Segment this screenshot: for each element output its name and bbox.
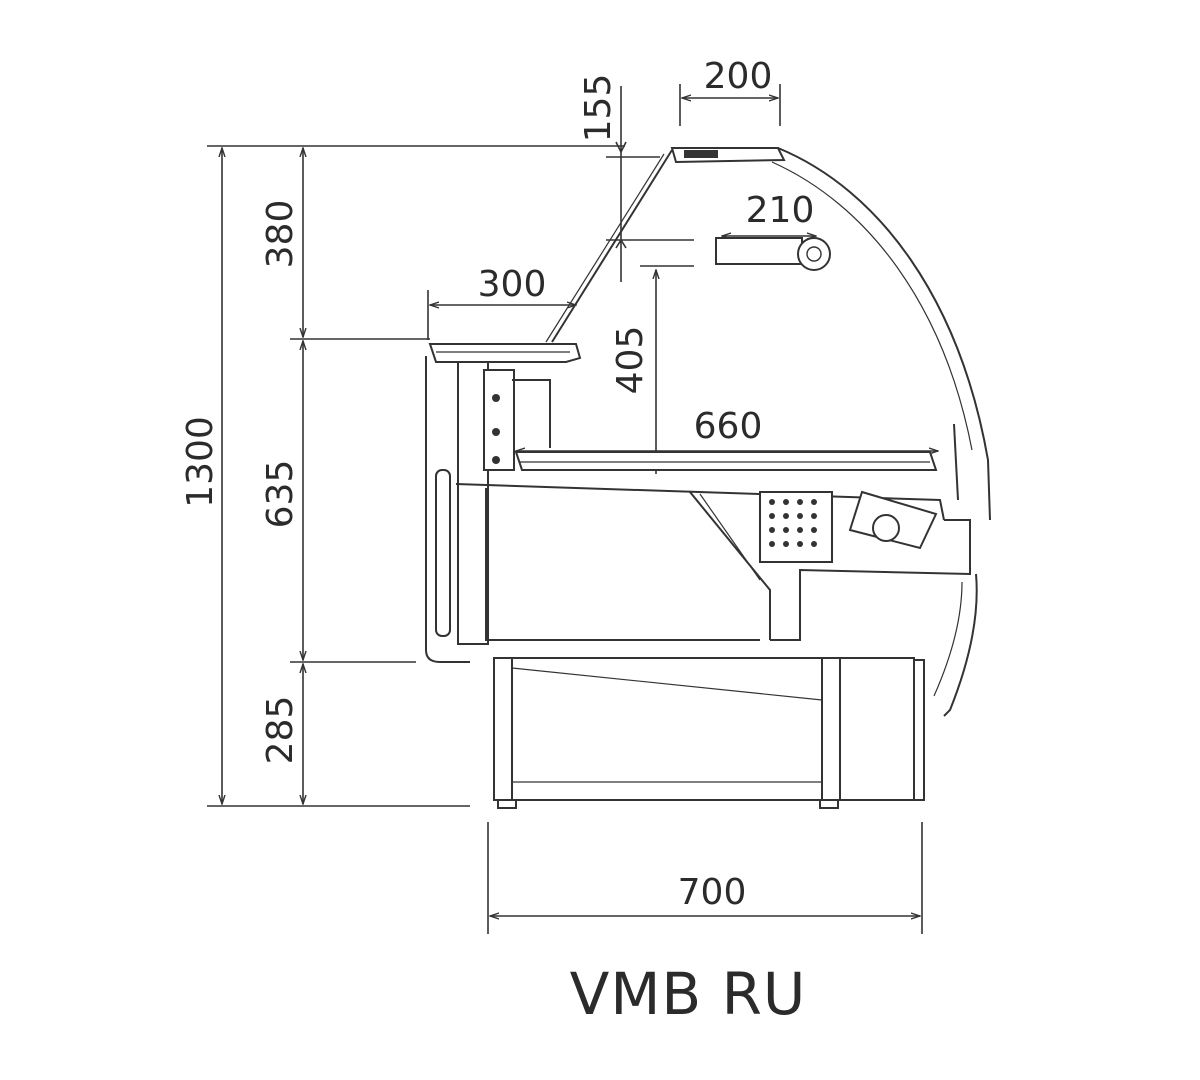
lamp-housing: [715, 237, 803, 265]
dimension-label-700: 700: [678, 872, 747, 913]
dimension-labels: 200 155 210 380 300 405 660 1300 635 285…: [180, 56, 814, 913]
control-panel: [483, 369, 515, 471]
dimension-label-635: 635: [260, 460, 301, 529]
dimension-label-285: 285: [260, 696, 301, 765]
evaporator-holes: [769, 499, 817, 547]
display-case-outline: [425, 147, 991, 809]
rear-glass-inner: [545, 153, 665, 343]
model-label: VMB RU: [570, 960, 807, 1028]
dimension-label-660: 660: [694, 406, 763, 447]
curved-front-glass: [777, 147, 991, 521]
rear-shelf: [428, 343, 582, 363]
well-wall: [485, 488, 760, 641]
dimension-label-210: 210: [746, 190, 815, 231]
lamp-reflector: [797, 237, 831, 271]
dimension-label-200: 200: [704, 56, 773, 97]
display-deck: [514, 451, 938, 471]
foot-left: [497, 799, 517, 809]
well-top: [455, 483, 945, 521]
lower-step: [770, 519, 971, 641]
dimension-label-155: 155: [578, 74, 619, 143]
rear-panel: [425, 356, 470, 663]
rear-handle: [435, 469, 451, 637]
dimension-label-1300: 1300: [180, 416, 221, 508]
canopy-light-strip: [684, 150, 718, 158]
fan-motor: [872, 514, 900, 542]
dimension-label-380: 380: [260, 200, 301, 269]
base-front-panel: [913, 659, 925, 801]
rear-glass-outer: [551, 149, 673, 343]
curved-front-glass-inner: [771, 161, 973, 451]
base-leg-left: [493, 657, 513, 801]
front-lower-glass: [943, 573, 978, 717]
dimension-label-300: 300: [478, 264, 547, 305]
foot-right: [819, 799, 839, 809]
dimension-label-405: 405: [610, 326, 651, 395]
base-stand: [493, 657, 915, 801]
front-stop: [953, 423, 959, 501]
base-leg-right: [821, 657, 841, 801]
well-baffle: [689, 491, 771, 640]
shelf-support: [512, 379, 551, 448]
